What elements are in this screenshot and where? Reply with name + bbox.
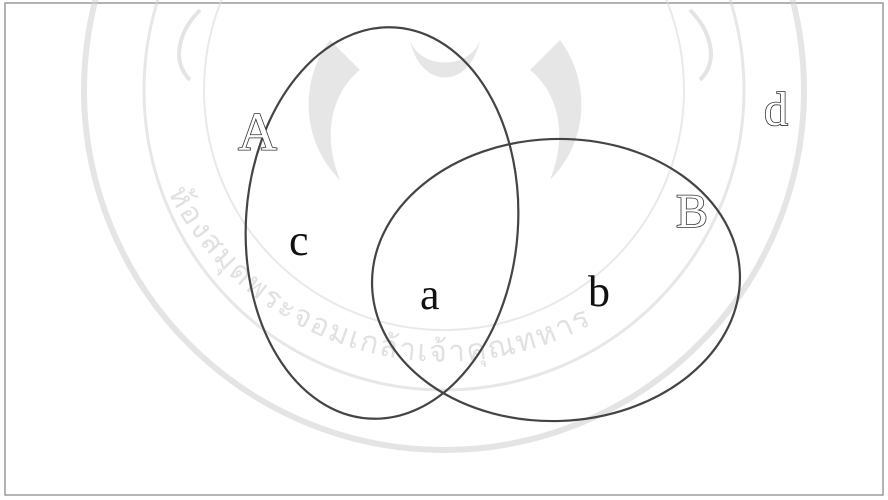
universe-label: d xyxy=(764,83,788,136)
universe-rectangle xyxy=(4,2,884,496)
set-a-label: A xyxy=(238,102,277,162)
region-label-only-b: b xyxy=(588,267,610,316)
region-label-intersection: a xyxy=(420,270,440,319)
set-a-ellipse xyxy=(244,26,520,420)
set-b-ellipse xyxy=(370,137,742,423)
set-b-label: B xyxy=(676,185,708,238)
region-label-only-a: c xyxy=(289,216,309,265)
watermark-text: ห้องสมุดพระจอมเกล้าเจ้าคุณทหาร xyxy=(161,180,597,370)
